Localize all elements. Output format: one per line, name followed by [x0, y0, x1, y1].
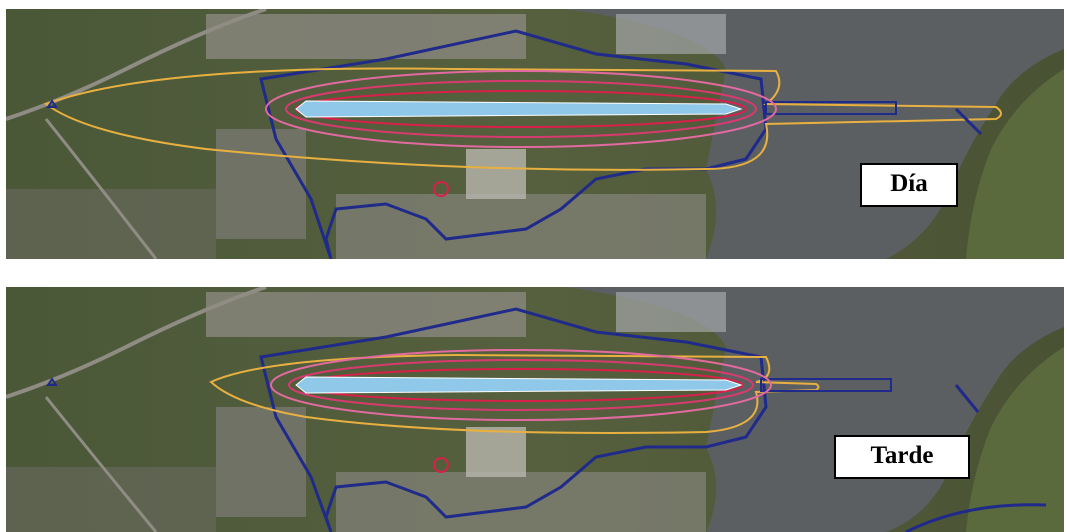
noise-contour-outer: [209, 353, 820, 434]
apron: [466, 427, 526, 477]
road: [6, 287, 267, 399]
urban-area: [336, 472, 706, 532]
urban-area: [206, 292, 526, 337]
urban-area: [336, 194, 706, 259]
coast-right: [966, 69, 1064, 259]
marina: [616, 292, 726, 332]
coast-right: [966, 347, 1064, 532]
approach-line: [954, 384, 980, 413]
aerial-map-day: [6, 9, 1064, 259]
noise-contour-mid: [265, 70, 777, 148]
runway: [295, 100, 743, 118]
runway-extension: [765, 101, 897, 115]
road: [6, 9, 267, 121]
runway-extension: [760, 378, 892, 392]
aerial-map-afternoon: [6, 287, 1064, 532]
period-label-day: Día: [860, 163, 958, 207]
noise-contour-mid: [288, 359, 754, 411]
urban-area: [216, 407, 306, 517]
noise-point: [433, 181, 449, 197]
airport-boundary: [259, 307, 768, 532]
approach-line: [954, 107, 983, 136]
road: [44, 118, 158, 259]
noise-map-afternoon: [6, 287, 1064, 532]
urban-area: [206, 14, 526, 59]
airport-boundary: [259, 29, 768, 259]
noise-contour-mid: [270, 349, 772, 421]
marker-icon: [46, 377, 58, 386]
apron: [466, 149, 526, 199]
noise-contour-mid: [285, 80, 757, 138]
runway: [295, 376, 743, 394]
period-label-afternoon: Tarde: [834, 435, 970, 479]
marina: [616, 14, 726, 54]
noise-contour-outer: [43, 67, 1002, 171]
urban-area: [216, 129, 306, 239]
approach-arc: [905, 503, 1047, 532]
marker-icon: [46, 99, 58, 108]
noise-point: [433, 457, 449, 473]
noise-map-day: [6, 9, 1064, 259]
road: [44, 396, 158, 532]
